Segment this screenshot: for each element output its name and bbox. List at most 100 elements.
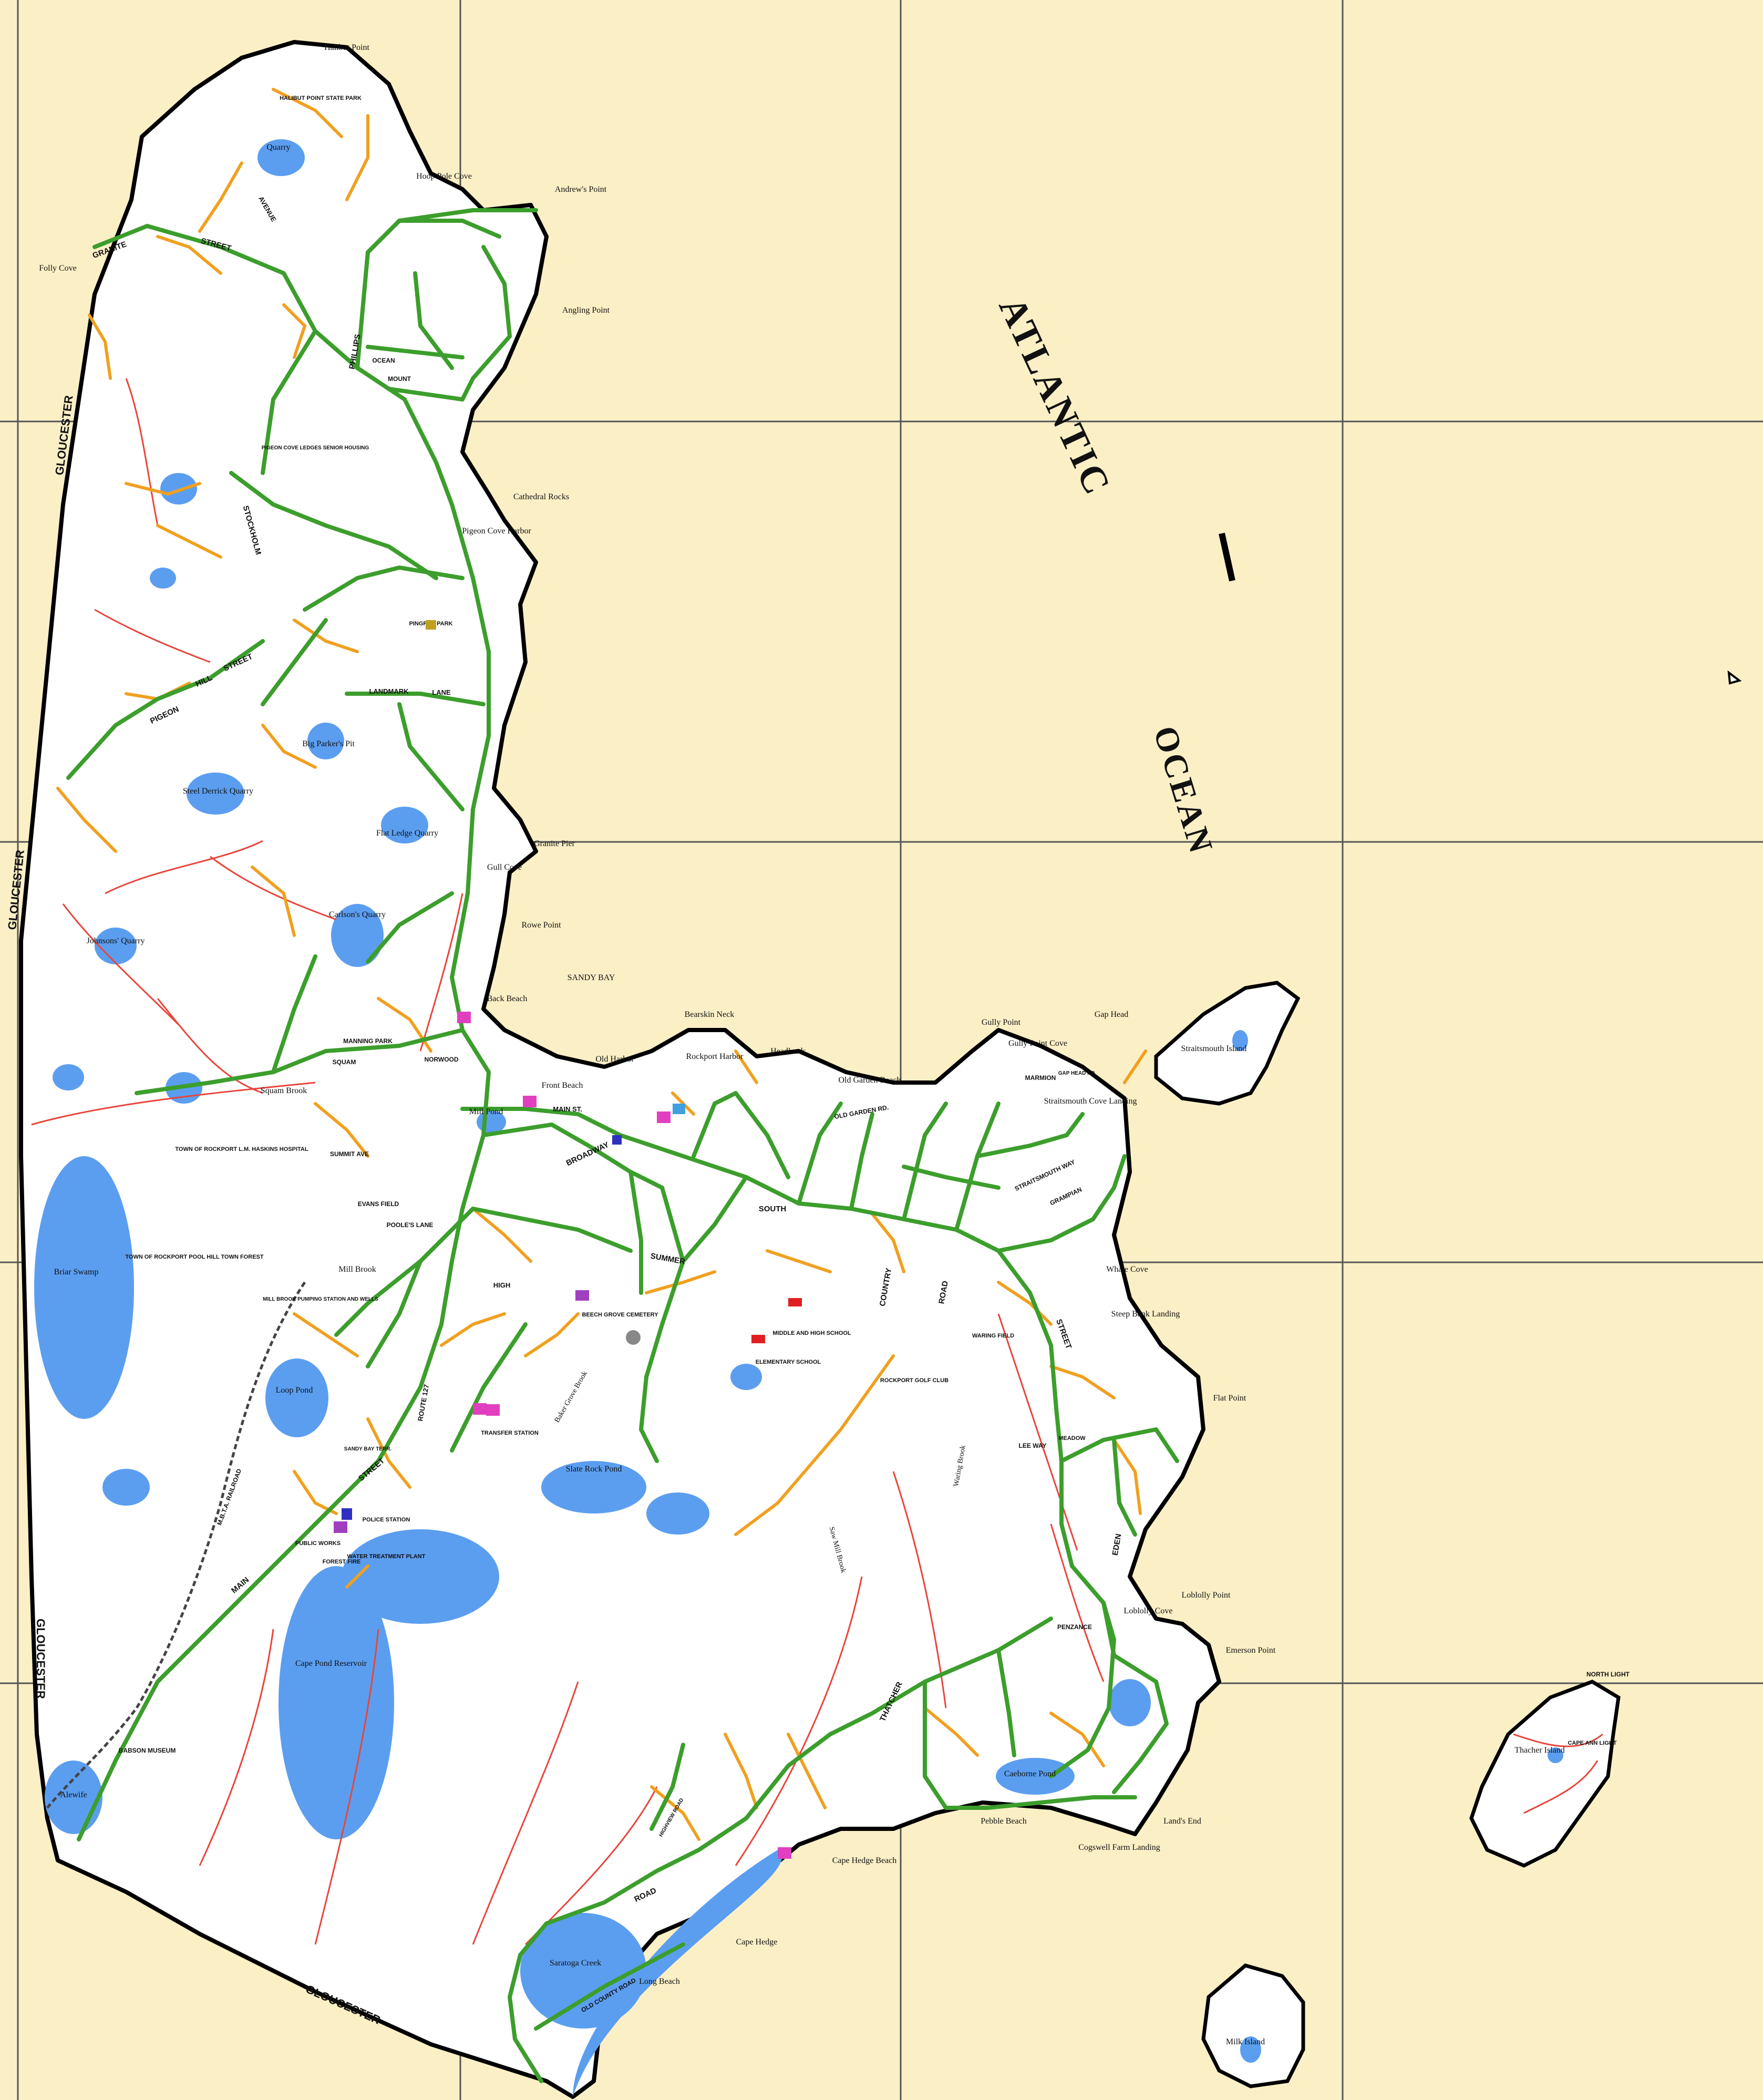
small-pond-2 — [150, 568, 176, 589]
place-pigeon-ledges: PIGEON COVE LEDGES SENIOR HOUSING — [262, 445, 369, 451]
facility-symbols — [334, 620, 802, 1859]
place-police: POLICE STATION — [363, 1517, 410, 1523]
small-pond-4 — [102, 1469, 150, 1506]
place-loblolly-point: Loblolly Point — [1182, 1591, 1231, 1600]
street-summit: SUMMIT AVE — [330, 1150, 369, 1158]
beach-icon — [778, 1847, 791, 1859]
place-headlands: Headlands — [770, 1047, 806, 1056]
place-bearskin: Bearskin Neck — [685, 1010, 735, 1019]
place-public-works: PUBLIC WORKS — [295, 1540, 341, 1547]
street-landmark-1: LANDMARK — [369, 687, 409, 695]
place-saratoga: Saratoga Creek — [550, 1959, 601, 1968]
street-eden: EDEN — [1111, 1533, 1123, 1556]
museum-icon — [657, 1111, 671, 1123]
place-angling-point: Angling Point — [562, 306, 610, 315]
place-mill-pond: Mill Pond — [469, 1107, 503, 1116]
place-cape-hedge: Cape Hedge — [736, 1938, 778, 1947]
quarry-water — [257, 139, 305, 176]
cape-pond-water — [279, 1566, 394, 1839]
info-icon — [612, 1135, 622, 1145]
small-pond-3 — [646, 1492, 709, 1535]
street-lee-way: LEE WAY — [1019, 1442, 1047, 1449]
street-marmion: MARMION — [1025, 1074, 1056, 1082]
place-emerson-point: Emerson Point — [1226, 1646, 1276, 1655]
small-pond-1 — [160, 473, 197, 505]
place-johnsons: Johnsons' Quarry — [87, 936, 145, 945]
place-andrews-point: Andrew's Point — [555, 185, 607, 194]
place-flat-point: Flat Point — [1213, 1394, 1246, 1403]
street-main-st: MAIN ST. — [553, 1105, 582, 1113]
granite-street-line — [77, 224, 491, 1841]
place-gap-head: Gap Head — [1095, 1010, 1128, 1019]
street-gap-head: GAP HEAD RD. — [1058, 1070, 1097, 1076]
transfer-station-icon — [473, 1403, 487, 1415]
place-water-treatment: WATER TREATMENT PLANT — [347, 1553, 426, 1560]
place-cathedral-rocks: Cathedral Rocks — [513, 492, 569, 501]
place-loop-pond: Loop Pond — [276, 1386, 313, 1395]
town-hall-icon — [523, 1096, 537, 1107]
place-north-light: NORTH LIGHT — [1586, 1671, 1630, 1678]
place-steel-derrick: Steel Derrick Quarry — [183, 787, 253, 796]
street-sandy-bay-terr: SANDY BAY TERR. — [344, 1446, 392, 1452]
place-loblolly-cove: Loblolly Cove — [1124, 1607, 1173, 1615]
briar-swamp-water — [34, 1156, 134, 1419]
place-straitsmouth-landing: Straitsmouth Cove Landing — [1044, 1097, 1137, 1106]
place-gully-point: Gully Point — [982, 1018, 1021, 1027]
place-halibut-park: HALIBUT POINT STATE PARK — [280, 95, 362, 101]
police-icon — [342, 1508, 352, 1520]
place-milk-island: Milk Island — [1226, 2037, 1265, 2046]
johnsons-water — [95, 928, 137, 964]
pond-east — [1109, 1679, 1151, 1726]
place-front-beach: Front Beach — [542, 1081, 583, 1090]
place-folly-cove: Folly Cove — [39, 264, 77, 273]
streams — [31, 378, 1603, 1945]
place-mill-brook: Mill Brook — [338, 1265, 376, 1274]
small-pond-9 — [1548, 1747, 1563, 1763]
school-icon — [788, 1298, 802, 1306]
school-icon-2 — [751, 1335, 765, 1343]
flat-ledge-water — [381, 807, 428, 843]
place-caeborne: Caeborne Pond — [1004, 1769, 1056, 1778]
carlsons-water — [331, 904, 384, 967]
place-briar-swamp: Briar Swamp — [54, 1268, 99, 1277]
place-manning-park: MANNING PARK — [343, 1037, 393, 1045]
place-carlsons: Carlson's Quarry — [329, 910, 386, 919]
place-transfer: TRANSFER STATION — [481, 1430, 539, 1436]
place-cape-ann-light: CAPE ANN LIGHT — [1568, 1740, 1616, 1746]
place-gully-cove: Gully Point Cove — [1008, 1039, 1067, 1048]
place-beech-grove: BEECH GROVE CEMETERY — [582, 1312, 658, 1318]
place-alewife: Alewife — [60, 1790, 87, 1799]
street-squam: SQUAM — [333, 1058, 356, 1066]
street-ocean: OCEAN — [372, 357, 395, 364]
place-thacher: Thacher Island — [1514, 1746, 1565, 1755]
place-slate-rock: Slate Rock Pond — [566, 1465, 622, 1474]
thacher-island-shape — [1469, 1680, 1621, 1868]
place-squam-brook: Squam Brook — [261, 1086, 307, 1095]
place-elementary: ELEMENTARY SCHOOL — [756, 1359, 821, 1365]
park-icon — [426, 620, 436, 630]
place-babson: BABSON MUSEUM — [119, 1747, 176, 1754]
big-parkers-water — [307, 723, 344, 759]
caeborne-water — [996, 1758, 1075, 1795]
place-halibut-point: Halibut Point — [324, 43, 369, 52]
place-flat-ledge: Flat Ledge Quarry — [376, 829, 438, 838]
harbor-icon — [673, 1104, 685, 1114]
street-south-1: SOUTH — [759, 1205, 787, 1213]
boundary-label-3: GLOUCESTER — [34, 1619, 47, 1699]
long-beach-water — [573, 1850, 782, 2097]
place-town-forest: TOWN OF ROCKPORT POOL HILL TOWN FOREST — [125, 1254, 263, 1260]
place-hoop-pole: Hoop Pole Cove — [416, 172, 472, 181]
straitsmouth-island — [1154, 981, 1301, 1106]
place-long-beach: Long Beach — [639, 1977, 680, 1986]
place-gull-cove: Gull Cove — [487, 863, 522, 872]
place-hospital: TOWN OF ROCKPORT L.M. HASKINS HOSPITAL — [175, 1146, 308, 1152]
small-pond-8 — [1232, 1030, 1248, 1051]
place-pigeon-cove: Pigeon Cove Harbor — [462, 527, 531, 536]
water-bodies — [34, 139, 1563, 2097]
cemetery-icon — [626, 1330, 641, 1345]
slate-rock-water — [541, 1461, 646, 1514]
street-mount: MOUNT — [388, 375, 411, 383]
place-waring-field: WARING FIELD — [972, 1333, 1014, 1339]
street-penzance: PENZANCE — [1057, 1623, 1092, 1631]
